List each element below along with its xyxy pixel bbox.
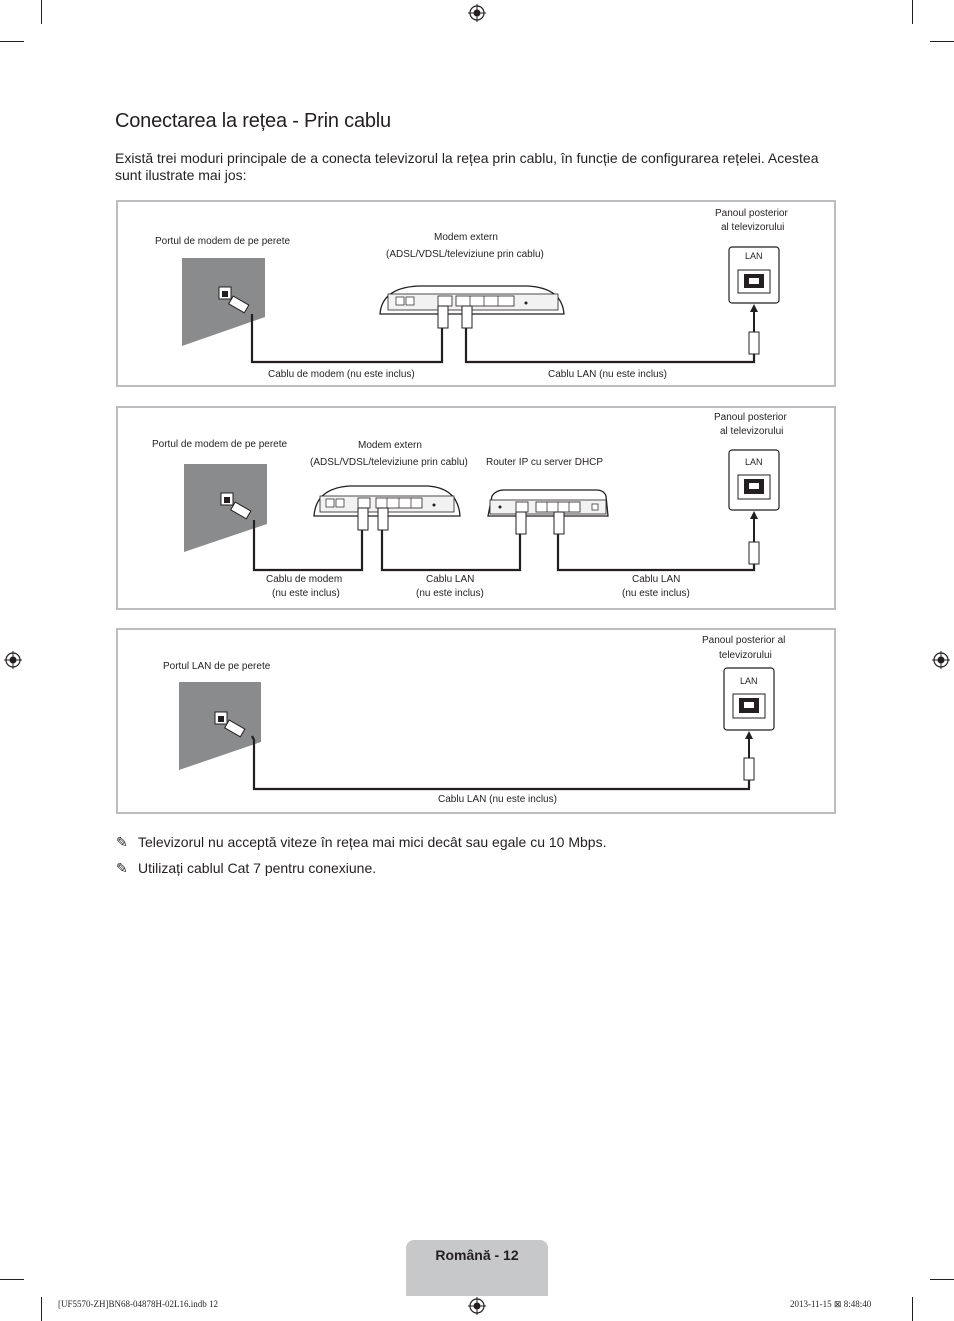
- crosshair-registration-icon: [4, 651, 22, 669]
- crop-mark: [912, 0, 913, 24]
- modem-label-sub: (ADSL/VDSL/televiziune prin cablu): [310, 457, 468, 468]
- modem-cable-label: Cablu de modem: [266, 574, 343, 585]
- lan-cable-label-sub: (nu este inclus): [622, 588, 690, 599]
- crop-mark: [0, 1279, 24, 1280]
- lan-port-label: LAN: [745, 251, 763, 261]
- tv-panel-label-sub: al televizorului: [721, 222, 785, 233]
- cable-plug: [748, 331, 760, 355]
- cable-plug: [357, 507, 369, 531]
- intro-text: Există trei moduri principale de a conec…: [115, 150, 819, 183]
- page-title: Conectarea la rețea - Prin cablu: [115, 110, 391, 132]
- tv-panel-label-sub: al televizorului: [720, 426, 784, 437]
- wall-plate: [182, 258, 265, 346]
- wall-port-label: Portul de modem de pe perete: [152, 439, 288, 450]
- cable-plug: [743, 757, 755, 781]
- wall-port-label: Portul de modem de pe perete: [155, 236, 291, 247]
- pencil-icon: ✎: [116, 834, 128, 850]
- lan-cable-line: [556, 534, 756, 572]
- wall-plate: [179, 682, 261, 770]
- lan-cable-line: [464, 328, 756, 364]
- crop-mark: [912, 1297, 913, 1321]
- crop-mark: [41, 1297, 42, 1321]
- arrow-up-icon: [745, 731, 753, 739]
- lan-cable-label-sub: (nu este inclus): [416, 588, 484, 599]
- lan-cable-line: [251, 735, 751, 791]
- cable-plug: [230, 501, 252, 520]
- print-slug-right: 2013-11-15 ⊠ 8:48:40: [790, 1299, 872, 1309]
- diagram-wall-lan-drawing: [179, 667, 775, 791]
- pencil-icon: ✎: [116, 860, 128, 876]
- arrow-up-icon: [750, 304, 758, 312]
- note-text: Televizorul nu acceptă viteze în rețea m…: [138, 834, 607, 850]
- cable-plug: [515, 511, 527, 535]
- arrow-up-icon: [750, 511, 758, 519]
- lan-port-label: LAN: [740, 676, 758, 686]
- cable-plug: [228, 295, 250, 314]
- crop-mark: [0, 41, 24, 42]
- page-number: Română - 12: [435, 1247, 519, 1263]
- modem-cable-line: [250, 314, 444, 364]
- diagram-wall-lan: Portul LAN de pe perete Panoul posterior…: [116, 628, 836, 814]
- lan-cable-line: [380, 530, 522, 572]
- cable-plug: [748, 541, 760, 565]
- lan-cable-label: Cablu LAN: [426, 574, 475, 585]
- modem-cable-label: Cablu de modem (nu este inclus): [268, 369, 415, 380]
- cable-plug: [461, 305, 473, 329]
- wall-port-label: Portul LAN de pe perete: [163, 661, 271, 672]
- crop-mark: [930, 1279, 954, 1280]
- modem-cable-label-sub: (nu este inclus): [272, 588, 340, 599]
- crop-mark: [930, 41, 954, 42]
- lan-cable-label: Cablu LAN (nu este inclus): [548, 369, 667, 380]
- modem-label-sub: (ADSL/VDSL/televiziune prin cablu): [386, 249, 544, 260]
- router-label: Router IP cu server DHCP: [486, 457, 604, 468]
- lan-cable-label: Cablu LAN: [632, 574, 681, 585]
- tv-panel-label: Panoul posterior al: [702, 635, 786, 646]
- wall-plate: [184, 464, 267, 552]
- cable-plug: [437, 305, 449, 329]
- crosshair-registration-icon: [932, 651, 950, 669]
- page-number-tab: Română - 12: [406, 1240, 548, 1296]
- note-text: Utilizați cablul Cat 7 pentru conexiune.: [138, 860, 377, 876]
- note-item: ✎ Televizorul nu acceptă viteze în rețea …: [116, 834, 606, 851]
- tv-panel-label-sub: televizorului: [719, 650, 772, 661]
- diagram-modem-router: Portul de modem de pe perete Modem exter…: [116, 406, 836, 610]
- lan-cable-label: Cablu LAN (nu este inclus): [438, 794, 557, 805]
- print-slug-left: [UF5570-ZH]BN68-04878H-02L16.indb 12: [58, 1299, 218, 1309]
- tv-panel-label: Panoul posterior: [714, 412, 787, 423]
- cable-plug: [224, 719, 246, 738]
- cable-plug: [377, 507, 389, 531]
- note-item: ✎ Utilizați cablul Cat 7 pentru conexiune…: [116, 860, 376, 877]
- diagram-modem-direct-drawing: [182, 246, 780, 364]
- modem-cable-line: [252, 520, 364, 572]
- crosshair-registration-icon: [468, 4, 486, 22]
- cable-plug: [553, 511, 565, 535]
- crosshair-registration-icon: [468, 1297, 486, 1315]
- lan-port-label: LAN: [745, 457, 763, 467]
- crop-mark: [41, 0, 42, 24]
- tv-panel-label: Panoul posterior: [715, 208, 788, 219]
- diagram-modem-direct: Portul de modem de pe perete Modem exter…: [116, 200, 836, 387]
- diagram-modem-router-drawing: [184, 449, 780, 572]
- modem-label: Modem extern: [434, 232, 498, 243]
- modem-label: Modem extern: [358, 440, 422, 451]
